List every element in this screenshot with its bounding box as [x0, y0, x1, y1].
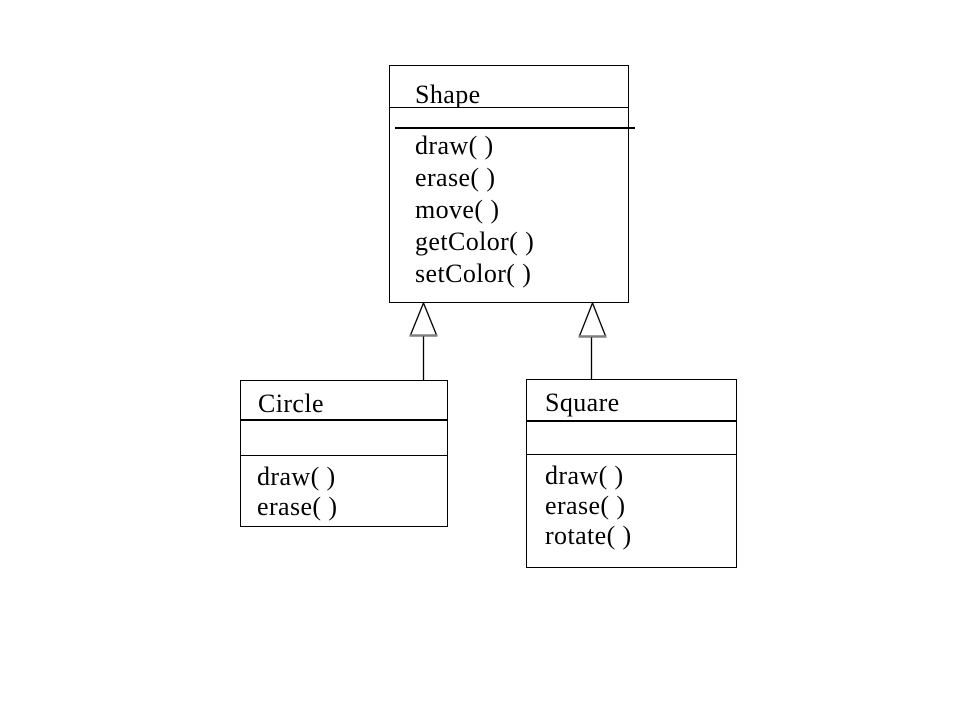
hollow-triangle-up-icon: [579, 303, 606, 336]
methods-compartment-shape: draw( ) erase( ) move( ) getColor( ) set…: [390, 128, 628, 290]
method-label: setColor( ): [415, 259, 532, 288]
class-name-circle: Circle: [241, 381, 447, 421]
class-box-square: Square draw( ) erase( ) rotate( ): [526, 379, 737, 568]
method-label: draw( ): [257, 462, 336, 491]
class-box-circle: Circle draw( ) erase( ): [240, 380, 448, 527]
inheritance-arrow-square-to-shape: [578, 302, 607, 380]
method-label: erase( ): [257, 492, 338, 521]
method-label: draw( ): [545, 461, 624, 490]
class-name-shape: Shape: [390, 66, 628, 108]
methods-compartment-square: draw( ) erase( ) rotate( ): [527, 455, 736, 551]
methods-compartment-circle: draw( ) erase( ): [241, 456, 447, 522]
method-label: erase( ): [545, 491, 626, 520]
attributes-compartment-square: [527, 422, 736, 455]
method-label: draw( ): [415, 131, 494, 160]
hollow-triangle-up-icon: [410, 303, 437, 335]
method-label: getColor( ): [415, 227, 535, 256]
method-label: rotate( ): [545, 521, 632, 550]
attributes-compartment-circle: [241, 421, 447, 456]
attributes-compartment-shape: [390, 108, 628, 128]
method-label: erase( ): [415, 163, 496, 192]
shape-attributes-divider-line: [395, 127, 635, 129]
class-box-shape: Shape draw( ) erase( ) move( ) getColor(…: [389, 65, 629, 303]
class-name-square: Square: [527, 380, 736, 422]
method-label: move( ): [415, 195, 500, 224]
inheritance-arrow-circle-to-shape: [409, 302, 438, 381]
